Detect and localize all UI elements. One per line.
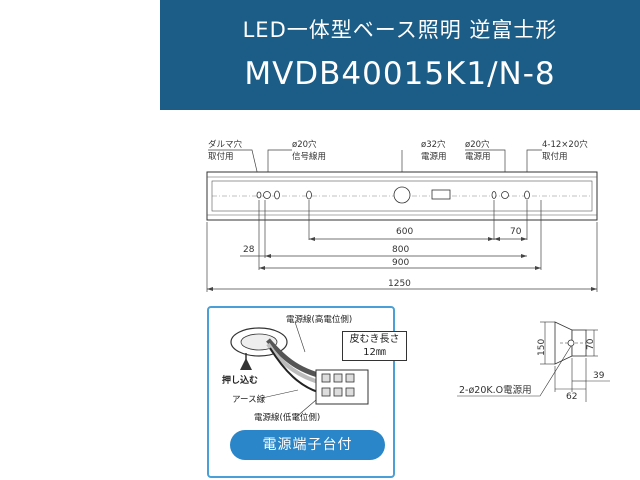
dimension-lines: [206, 200, 598, 292]
dim-28: 28: [243, 245, 255, 255]
title-banner: LED一体型ベース照明 逆富士形 MVDB40015K1/N-8: [160, 0, 640, 110]
callout-power32-line2: 電源用: [421, 152, 447, 162]
label-push-in: 押し込む: [222, 376, 259, 386]
holes: [256, 186, 530, 204]
callout-slot-line2: 取付用: [208, 151, 234, 162]
callout-signal-line1: ø20穴: [292, 139, 317, 150]
callout-slot-line1: ダルマ穴: [208, 139, 243, 150]
label-high-side: 電源線(高電位側): [286, 315, 353, 325]
terminal-block-badge: 電源端子台付: [230, 430, 385, 460]
mount-hole-left: [274, 190, 280, 200]
dimension-arrows: [207, 237, 597, 291]
model-number: MVDB40015K1/N-8: [244, 56, 556, 92]
label-earth: アース線: [232, 395, 266, 405]
side-dim-70: 70: [586, 338, 596, 350]
callout-power32-line1: ø32穴: [421, 139, 446, 150]
peel-length-box: 皮むき長さ 12㎜: [342, 331, 407, 361]
callout-signal-line2: 信号線用: [292, 151, 326, 162]
terminal-cutout: [431, 189, 451, 200]
dim-70: 70: [510, 227, 522, 237]
dim-800: 800: [392, 245, 409, 255]
side-dim-62: 62: [566, 392, 577, 402]
dim-600: 600: [396, 227, 413, 237]
mount-hole-inner-left: [306, 190, 312, 200]
mount-hole-inner-right: [491, 191, 497, 199]
wiring-diagram-frame: [207, 306, 395, 478]
callout-power20-line1: ø20穴: [465, 139, 490, 150]
side-view: [457, 321, 610, 402]
signal-hole: [263, 191, 271, 199]
mount-hole-right: [524, 190, 530, 200]
side-dim-150: 150: [537, 339, 547, 356]
peel-length-value: 12㎜: [363, 347, 386, 358]
peel-length-label: 皮むき長さ: [349, 334, 400, 345]
power32-hole: [393, 186, 411, 204]
dim-1250: 1250: [388, 279, 411, 289]
callout-power20-line2: 電源用: [465, 152, 491, 162]
wiring-illustration: [230, 321, 369, 419]
power20-hole: [501, 191, 509, 199]
callout-mount-line1: 4-12×20穴: [542, 139, 588, 150]
side-dim-39: 39: [593, 371, 605, 381]
dim-900: 900: [392, 258, 409, 268]
callout-mount-line2: 取付用: [542, 151, 568, 162]
product-title: LED一体型ベース照明 逆富士形: [242, 18, 558, 42]
side-knockout-label: 2-ø20K.O電源用: [459, 385, 532, 396]
slot-hole: [256, 191, 262, 199]
label-low-side: 電源線(低電位側): [254, 413, 321, 423]
